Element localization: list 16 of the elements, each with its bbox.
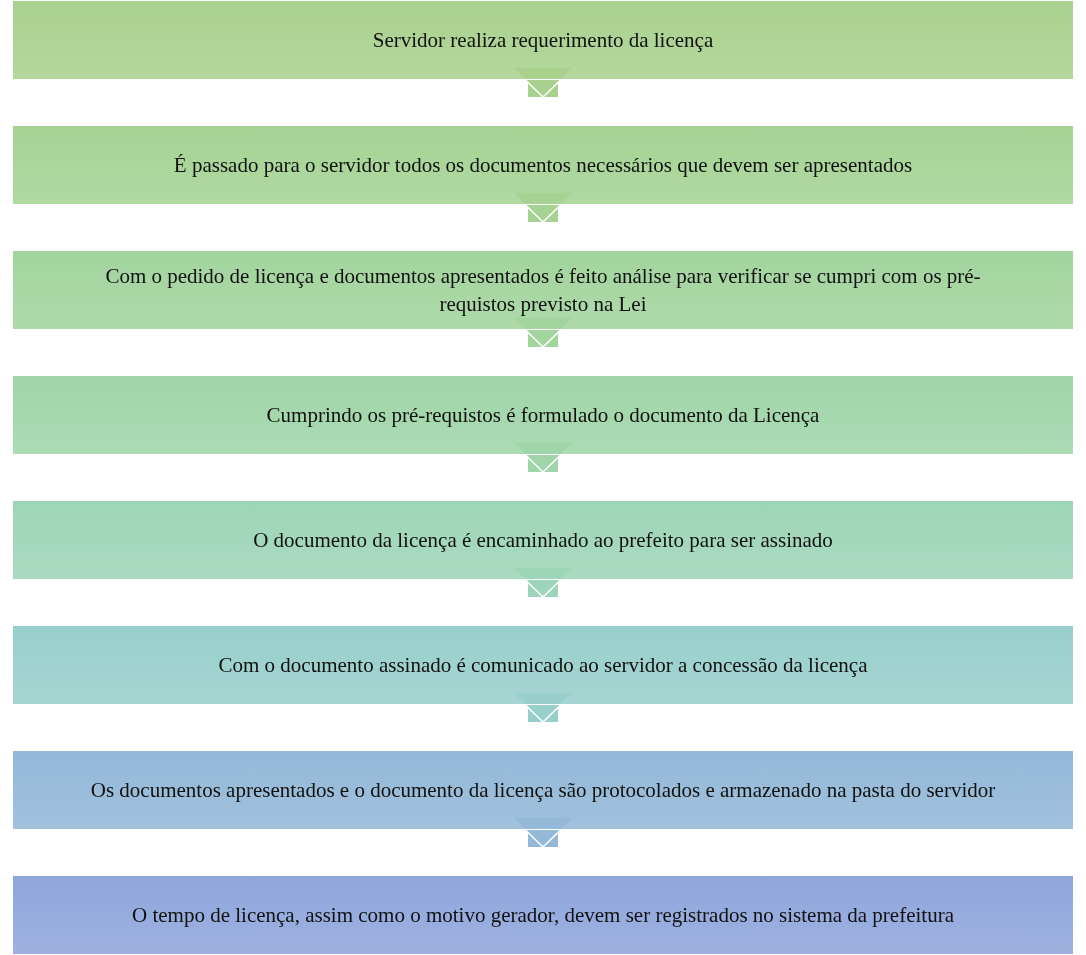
- step-text: Servidor realiza requerimento da licença: [372, 27, 714, 54]
- step-text: Cumprindo os pré-requistos é formulado o documento da Licença: [266, 402, 820, 429]
- process-box: [12, 125, 1074, 205]
- process-box: [12, 250, 1074, 330]
- process-box: [12, 500, 1074, 580]
- step-text: O tempo de licença, assim como o motivo gerador, devem ser registrados no sistema da prefeitura: [132, 902, 954, 929]
- process-box: [12, 0, 1074, 80]
- step-text: Com o documento assinado é comunicado ao servidor a concessão da licença: [218, 652, 868, 679]
- process-box: [12, 875, 1074, 955]
- step-text: É passado para o servidor todos os documentos necessários que devem ser apresentados: [173, 152, 913, 179]
- step-text: Com o pedido de licença e documentos apresentados é feito análise para verificar se cumpri com os pré-requistos previsto na Lei: [104, 263, 982, 318]
- process-box: [12, 625, 1074, 705]
- process-box: [12, 375, 1074, 455]
- step-text: Os documentos apresentados e o documento da licença são protocolados e armazenado na pasta do servidor: [90, 777, 996, 804]
- process-box: [12, 750, 1074, 830]
- step-text: O documento da licença é encaminhado ao prefeito para ser assinado: [253, 527, 833, 554]
